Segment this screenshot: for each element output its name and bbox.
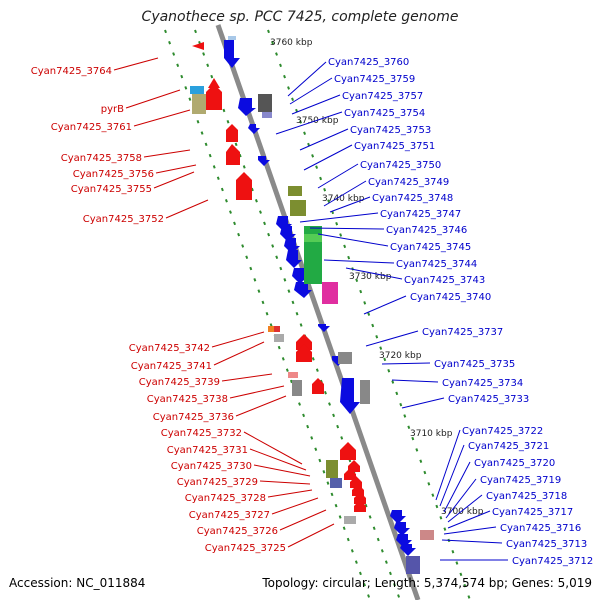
gene-label: Cyan7425_3740 <box>410 292 491 303</box>
gene-label: Cyan7425_3749 <box>368 177 449 188</box>
gene-label: Cyan7425_3738 <box>147 394 228 405</box>
gene-label: Cyan7425_3733 <box>448 394 529 405</box>
gene-label: Cyan7425_3757 <box>342 91 423 102</box>
gene-arrow <box>236 172 252 200</box>
gene-label: Cyan7425_3747 <box>380 209 461 220</box>
gene-label: Cyan7425_3731 <box>167 445 248 456</box>
gene-label: Cyan7425_3732 <box>161 428 242 439</box>
gene-label: Cyan7425_3752 <box>83 214 164 225</box>
gene-label: Cyan7425_3741 <box>131 361 212 372</box>
left-feature-blocks <box>190 86 356 524</box>
gene-arrow <box>224 40 240 68</box>
scale-tick: 3750 kbp <box>296 116 339 126</box>
genome-backbone <box>215 24 421 600</box>
right-feature-blocks <box>258 94 434 574</box>
gene-label: Cyan7425_3743 <box>404 275 485 286</box>
gene-label: Cyan7425_3742 <box>129 343 210 354</box>
scale-tick: 3730 kbp <box>349 272 392 282</box>
gene-label: Cyan7425_3722 <box>462 426 543 437</box>
scale-tick: 3710 kbp <box>410 429 453 439</box>
gene-label: Cyan7425_3746 <box>386 225 467 236</box>
gene-label: Cyan7425_3756 <box>73 169 154 180</box>
guide-lines <box>164 29 471 600</box>
gene-arrow <box>286 250 302 268</box>
gene-label: Cyan7425_3719 <box>480 475 561 486</box>
gene-label: Cyan7425_3713 <box>506 539 587 550</box>
gene-arrow <box>226 124 238 142</box>
right-leaders <box>275 61 508 561</box>
gene-arrow <box>354 500 366 512</box>
gene-arrow <box>294 282 312 298</box>
gene-label: Cyan7425_3712 <box>512 556 593 567</box>
gene-label: Cyan7425_3748 <box>372 193 453 204</box>
gene-label: Cyan7425_3734 <box>442 378 523 389</box>
gene-label: Cyan7425_3764 <box>31 66 112 77</box>
left-gene-labels: Cyan7425_3764 pyrB Cyan7425_3761 Cyan742… <box>31 66 286 554</box>
gene-label: Cyan7425_3725 <box>205 543 286 554</box>
gene-label: Cyan7425_3753 <box>350 125 431 136</box>
gene-arrow <box>400 544 416 556</box>
gene-label: Cyan7425_3716 <box>500 523 581 534</box>
scale-tick: 3760 kbp <box>270 38 313 48</box>
gene-block <box>288 372 298 378</box>
gene-label: Cyan7425_3739 <box>139 377 220 388</box>
scale-tick: 3720 kbp <box>379 351 422 361</box>
gene-arrow <box>344 468 356 480</box>
gene-arrow <box>296 334 312 350</box>
gene-label: Cyan7425_3755 <box>71 184 152 195</box>
gene-arrow <box>396 534 412 548</box>
gene-label: Cyan7425_3750 <box>360 160 441 171</box>
gene-arrow <box>394 522 410 536</box>
gene-label: Cyan7425_3718 <box>486 491 567 502</box>
accession-text: Accession: NC_011884 <box>9 576 146 590</box>
gene-arrow <box>238 98 256 116</box>
genome-meta-text: Topology: circular; Length: 5,374,574 bp… <box>262 576 592 590</box>
gene-label: Cyan7425_3754 <box>344 108 425 119</box>
gene-arrow <box>208 78 220 88</box>
gene-arrow <box>318 324 330 332</box>
gene-arrow <box>354 492 366 504</box>
gene-label: Cyan7425_3736 <box>153 412 234 423</box>
gene-label: Cyan7425_3729 <box>177 477 258 488</box>
gene-arrow <box>248 124 260 134</box>
gene-label: Cyan7425_3728 <box>185 493 266 504</box>
gene-arrow <box>390 510 406 524</box>
gene-label: Cyan7425_3726 <box>197 526 278 537</box>
gene-label: Cyan7425_3735 <box>434 359 515 370</box>
gene-arrow <box>340 442 356 460</box>
reverse-strand-genes <box>192 42 366 512</box>
gene-label: Cyan7425_3759 <box>334 74 415 85</box>
gene-arrow <box>258 156 270 166</box>
gene-arrow <box>296 344 312 362</box>
gene-arrow <box>312 378 324 394</box>
gene-label: Cyan7425_3727 <box>189 510 270 521</box>
scale-ticks: 3760 kbp 3750 kbp 3740 kbp 3730 kbp 3720… <box>270 38 484 517</box>
gene-label: Cyan7425_3745 <box>390 242 471 253</box>
gene-label: Cyan7425_3744 <box>396 259 477 270</box>
gene-label: Cyan7425_3721 <box>468 441 549 452</box>
gene-arrow <box>228 36 236 40</box>
gene-arrow <box>226 144 240 165</box>
gene-label: Cyan7425_3761 <box>51 122 132 133</box>
forward-strand-genes <box>224 36 416 556</box>
gene-label: Cyan7425_3737 <box>422 327 503 338</box>
left-leaders <box>113 57 335 548</box>
gene-arrow <box>340 378 360 414</box>
page-title: Cyanothece sp. PCC 7425, complete genome <box>141 9 459 25</box>
scale-tick: 3700 kbp <box>441 507 484 517</box>
gene-label: Cyan7425_3730 <box>171 461 252 472</box>
gene-arrow <box>206 84 222 110</box>
gene-arrow <box>192 42 204 50</box>
gene-label: Cyan7425_3751 <box>354 141 435 152</box>
right-gene-labels: Cyan7425_3760 Cyan7425_3759 Cyan7425_375… <box>328 57 593 567</box>
gene-label: Cyan7425_3720 <box>474 458 555 469</box>
gene-label: Cyan7425_3760 <box>328 57 409 68</box>
gene-label: Cyan7425_3717 <box>492 507 573 518</box>
gene-label: pyrB <box>101 104 124 115</box>
scale-tick: 3740 kbp <box>322 194 365 204</box>
gene-label: Cyan7425_3758 <box>61 153 142 164</box>
